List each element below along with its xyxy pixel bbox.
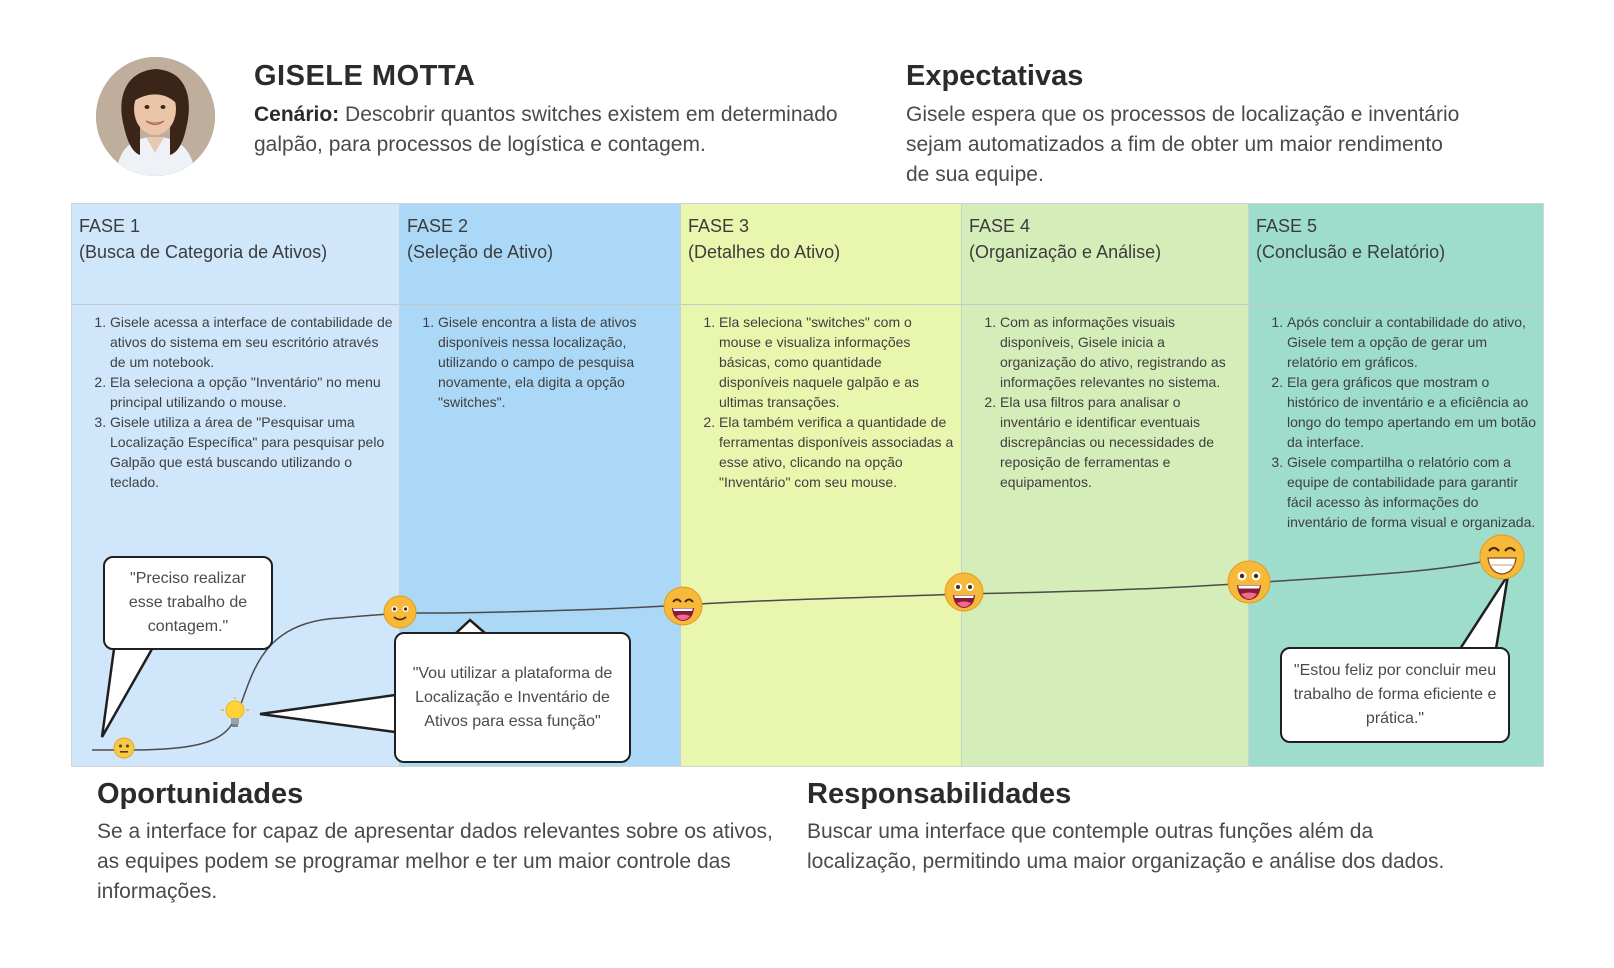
phase-subtitle: (Conclusão e Relatório): [1256, 242, 1446, 262]
quote-bubble-3: "Estou feliz por concluir meu trabalho d…: [1280, 647, 1510, 743]
phase-step: Gisele encontra a lista de ativos dispon…: [438, 312, 674, 412]
phase-step: Ela seleciona a opção "Inventário" no me…: [110, 372, 393, 412]
phase-steps: Gisele encontra a lista de ativos dispon…: [400, 312, 680, 412]
phase-step: Ela usa filtros para analisar o inventár…: [1000, 392, 1242, 492]
persona-scenario: Cenário: Descobrir quantos switches exis…: [254, 100, 894, 160]
phase-steps: Ela seleciona "switches" com o mouse e v…: [681, 312, 961, 492]
persona-avatar: [96, 57, 215, 176]
phase-column-3: FASE 3 (Detalhes do Ativo) Ela seleciona…: [681, 204, 962, 766]
phase-header: FASE 2 (Seleção de Ativo): [400, 204, 680, 305]
quote-3-text: "Estou feliz por concluir meu trabalho d…: [1293, 662, 1497, 727]
quote-bubble-1: "Preciso realizar esse trabalho de conta…: [103, 556, 273, 650]
phase-label: FASE 2: [407, 216, 469, 236]
phase-label: FASE 4: [969, 216, 1031, 236]
phase-header: FASE 5 (Conclusão e Relatório): [1249, 204, 1543, 305]
oportunidades-text: Se a interface for capaz de apresentar d…: [97, 820, 773, 903]
responsabilidades-text: Buscar uma interface que contemple outra…: [807, 820, 1445, 873]
phase-steps: Gisele acessa a interface de contabilida…: [72, 312, 399, 492]
persona-name: GISELE MOTTA: [254, 60, 476, 92]
phase-label: FASE 5: [1256, 216, 1318, 236]
phase-step: Gisele acessa a interface de contabilida…: [110, 312, 393, 372]
woman-portrait-icon: [96, 57, 215, 176]
phase-column-4: FASE 4 (Organização e Análise) Com as in…: [962, 204, 1249, 766]
phase-steps: Com as informações visuais disponíveis, …: [962, 312, 1248, 492]
responsabilidades-title: Responsabilidades: [807, 778, 1072, 810]
phase-header: FASE 4 (Organização e Análise): [962, 204, 1248, 305]
phase-step: Ela também verifica a quantidade de ferr…: [719, 412, 955, 492]
phase-header: FASE 3 (Detalhes do Ativo): [681, 204, 961, 305]
expectativas-text: Gisele espera que os processos de locali…: [906, 103, 1460, 186]
scenario-label: Cenário:: [254, 103, 340, 126]
phase-header: FASE 1 (Busca de Categoria de Ativos): [72, 204, 399, 305]
phase-subtitle: (Seleção de Ativo): [407, 242, 554, 262]
phase-subtitle: (Busca de Categoria de Ativos): [79, 242, 328, 262]
phase-label: FASE 1: [79, 216, 141, 236]
phase-steps: Após concluir a contabilidade do ativo, …: [1249, 312, 1543, 532]
phase-subtitle: (Detalhes do Ativo): [688, 242, 841, 262]
phase-label: FASE 3: [688, 216, 750, 236]
oportunidades-title: Oportunidades: [97, 778, 304, 810]
phase-step: Ela gera gráficos que mostram o históric…: [1287, 372, 1537, 452]
quote-bubble-2: "Vou utilizar a plataforma de Localizaçã…: [394, 632, 631, 763]
phase-step: Com as informações visuais disponíveis, …: [1000, 312, 1242, 392]
quote-1-text: "Preciso realizar esse trabalho de conta…: [128, 570, 248, 635]
phase-subtitle: (Organização e Análise): [969, 242, 1162, 262]
phase-step: Gisele utiliza a área de "Pesquisar uma …: [110, 412, 393, 492]
phase-step: Ela seleciona "switches" com o mouse e v…: [719, 312, 955, 412]
phase-step: Gisele compartilha o relatório com a equ…: [1287, 452, 1537, 532]
expectativas-title: Expectativas: [906, 60, 1084, 92]
scenario-text: Descobrir quantos switches existem em de…: [254, 103, 838, 156]
phase-step: Após concluir a contabilidade do ativo, …: [1287, 312, 1537, 372]
phase-column-1: FASE 1 (Busca de Categoria de Ativos) Gi…: [72, 204, 400, 766]
quote-2-text: "Vou utilizar a plataforma de Localizaçã…: [412, 664, 613, 730]
